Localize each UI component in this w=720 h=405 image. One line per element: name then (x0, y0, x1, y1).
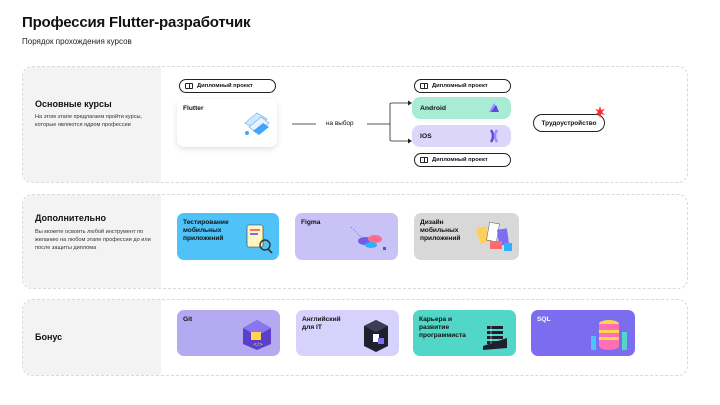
career-stairs-icon (483, 326, 507, 350)
svg-text:</>: </> (253, 342, 263, 348)
diploma-project-badge-flutter: Дипломный проект (179, 79, 276, 93)
choice-label: на выбор (326, 120, 354, 127)
course-label-sql: SQL (537, 316, 551, 323)
course-card-git[interactable]: Git </> (177, 310, 280, 356)
course-card-english[interactable]: Английский для IT (296, 310, 399, 356)
diploma-project-badge-android: Дипломный проект (414, 79, 511, 93)
figma-art-icon (350, 226, 386, 250)
section-main-title: Основные курсы (35, 99, 112, 109)
section-bonus-title: Бонус (35, 332, 63, 342)
design-art-icon (476, 221, 512, 251)
course-card-testing[interactable]: Тестирование мобильных приложений (177, 213, 279, 260)
section-extra-sidebar (23, 195, 161, 288)
diploma-label: Дипломный проект (432, 83, 488, 89)
diploma-label: Дипломный проект (197, 83, 253, 89)
diploma-project-badge-ios: Дипломный проект (414, 153, 511, 167)
android-art-icon (489, 103, 499, 112)
book-icon (420, 157, 428, 163)
section-extra-description: Вы можете освоить любой инструмент по же… (35, 229, 151, 252)
course-label-testing: Тестирование мобильных приложений (183, 219, 229, 243)
course-label-figma: Figma (301, 219, 321, 226)
git-art-icon: </> (243, 320, 271, 350)
book-icon (185, 83, 193, 89)
course-card-sql[interactable]: SQL (531, 310, 635, 356)
book-icon (420, 83, 428, 89)
diploma-label: Дипломный проект (432, 157, 488, 163)
employment-badge: Трудоустройство (533, 114, 605, 132)
page-title: Профессия Flutter-разработчик (22, 14, 251, 31)
section-main-sidebar (23, 67, 161, 182)
spark-icon (595, 106, 605, 118)
course-label-flutter: Flutter (183, 105, 204, 112)
section-extra-title: Дополнительно (35, 213, 107, 223)
section-bonus-sidebar (23, 300, 161, 375)
course-card-career[interactable]: Карьера и развитие программиста (413, 310, 516, 356)
course-label-mobile-design: Дизайн мобильных приложений (420, 219, 461, 243)
course-card-ios[interactable]: IOS (412, 125, 511, 147)
english-art-icon (364, 320, 388, 352)
course-card-android[interactable]: Android (412, 97, 511, 119)
course-card-flutter[interactable]: Flutter (177, 99, 277, 147)
course-label-git: Git (183, 316, 193, 323)
course-label-english: Английский для IT (302, 316, 341, 332)
course-card-mobile-design[interactable]: Дизайн мобильных приложений (414, 213, 519, 260)
page-subtitle: Порядок прохождения курсов (22, 37, 132, 46)
testing-art-icon (246, 224, 273, 254)
course-card-figma[interactable]: Figma (295, 213, 398, 260)
course-label-android: Android (420, 104, 447, 112)
course-label-career: Карьера и развитие программиста (419, 316, 466, 340)
employment-label: Трудоустройство (541, 119, 597, 127)
section-main-description: На этом этапе предлагаем пройти курсы, к… (35, 114, 143, 129)
course-label-ios: IOS (420, 132, 432, 140)
ios-art-icon (489, 129, 499, 143)
flutter-art-icon (244, 112, 270, 135)
sql-database-icon (591, 320, 627, 350)
